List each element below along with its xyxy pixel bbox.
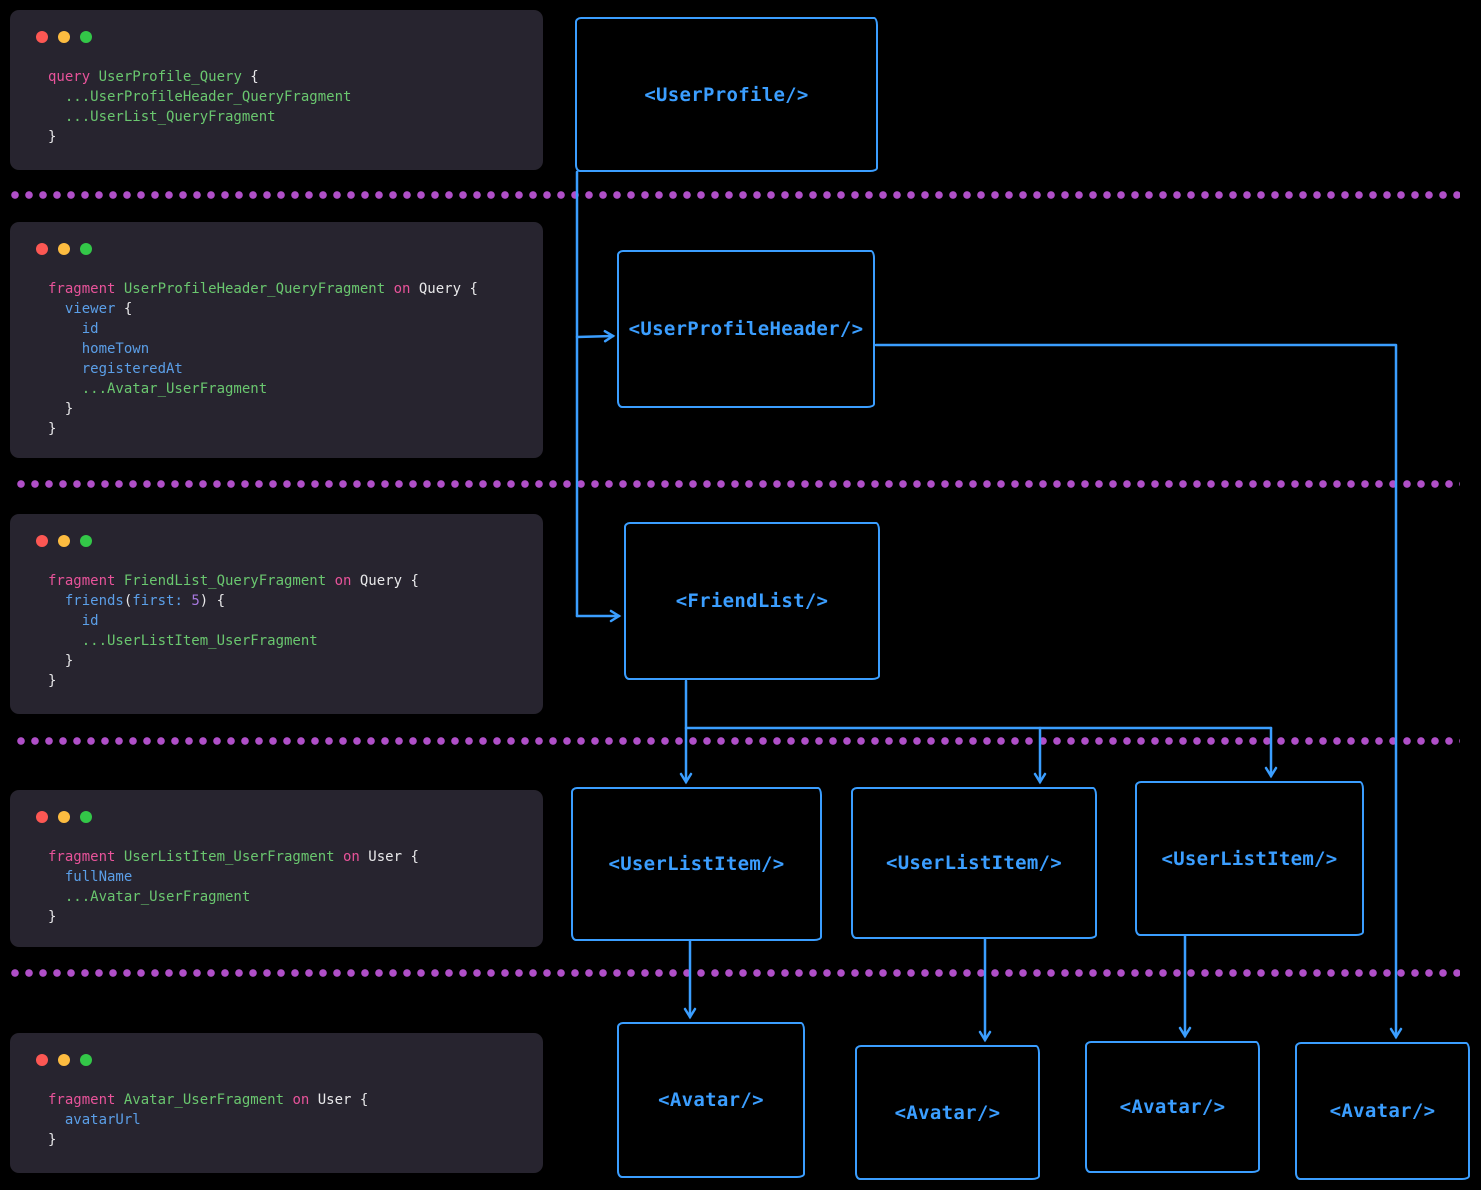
code-line: } — [48, 673, 57, 689]
component-label: <Avatar/> — [658, 1089, 764, 1111]
component-label: <UserProfileHeader/> — [628, 318, 864, 340]
code-line: viewer { — [48, 301, 133, 317]
code-line: } — [48, 1132, 57, 1148]
component-label: <UserListItem/> — [1161, 847, 1338, 870]
code-line: fragment Avatar_UserFragment on User { — [48, 1092, 369, 1108]
window-traffic-lights — [36, 535, 92, 547]
code-line: } — [48, 129, 57, 145]
code-line: ...UserList_QueryFragment — [48, 109, 276, 125]
component-label: <Avatar/> — [1329, 1100, 1436, 1122]
component-label: <UserListItem/> — [608, 853, 785, 875]
close-icon — [36, 31, 48, 43]
dotted-separator — [14, 737, 1460, 745]
code-line: fragment UserListItem_UserFragment on Us… — [48, 849, 419, 865]
close-icon — [36, 1054, 48, 1066]
code-block: fragment UserProfileHeader_QueryFragment… — [48, 279, 535, 439]
component-label: <FriendList/> — [675, 590, 829, 612]
component-box-avatar-3: <Avatar/> — [1085, 1041, 1260, 1173]
component-label: <UserListItem/> — [885, 852, 1063, 874]
code-line: avatarUrl — [48, 1112, 141, 1128]
code-block: fragment UserListItem_UserFragment on Us… — [48, 847, 535, 927]
code-window-query: query UserProfile_Query { ...UserProfile… — [10, 10, 543, 170]
code-window-avatar-fragment: fragment Avatar_UserFragment on User { a… — [10, 1033, 543, 1173]
minimize-icon — [58, 31, 70, 43]
window-traffic-lights — [36, 811, 92, 823]
component-label: <UserProfile/> — [644, 83, 809, 106]
code-line: query UserProfile_Query { — [48, 69, 259, 85]
close-icon — [36, 243, 48, 255]
dotted-separator — [8, 191, 1460, 199]
close-icon — [36, 811, 48, 823]
component-box-userlistitem-1: <UserListItem/> — [571, 787, 822, 941]
code-line: fragment FriendList_QueryFragment on Que… — [48, 573, 419, 589]
component-box-userprofileheader: <UserProfileHeader/> — [617, 250, 875, 408]
code-window-userprofileheader-fragment: fragment UserProfileHeader_QueryFragment… — [10, 222, 543, 458]
dotted-separator — [8, 969, 1460, 977]
minimize-icon — [58, 811, 70, 823]
component-box-userprofile: <UserProfile/> — [575, 17, 878, 172]
code-block: query UserProfile_Query { ...UserProfile… — [48, 67, 535, 147]
close-icon — [36, 535, 48, 547]
code-line: } — [48, 421, 57, 437]
code-line: } — [48, 909, 57, 925]
code-block: fragment FriendList_QueryFragment on Que… — [48, 571, 535, 691]
component-box-avatar-1: <Avatar/> — [617, 1022, 805, 1178]
code-line: fragment UserProfileHeader_QueryFragment… — [48, 281, 478, 297]
component-box-avatar-2: <Avatar/> — [855, 1045, 1040, 1180]
component-label: <Avatar/> — [894, 1101, 1001, 1124]
code-line: fullName — [48, 869, 133, 885]
code-line: ...Avatar_UserFragment — [48, 889, 251, 905]
code-line: } — [48, 401, 74, 417]
window-traffic-lights — [36, 1054, 92, 1066]
maximize-icon — [80, 31, 92, 43]
window-traffic-lights — [36, 31, 92, 43]
code-window-friendlist-fragment: fragment FriendList_QueryFragment on Que… — [10, 514, 543, 714]
minimize-icon — [58, 1054, 70, 1066]
maximize-icon — [80, 243, 92, 255]
component-box-userlistitem-2: <UserListItem/> — [851, 787, 1097, 939]
component-box-userlistitem-3: <UserListItem/> — [1135, 781, 1364, 936]
component-box-avatar-4: <Avatar/> — [1295, 1042, 1470, 1180]
code-line: ...Avatar_UserFragment — [48, 381, 268, 397]
code-line: ...UserProfileHeader_QueryFragment — [48, 89, 352, 105]
dotted-separator — [14, 480, 1460, 488]
minimize-icon — [58, 243, 70, 255]
code-line: id — [48, 613, 99, 629]
arrow-to-userprofileheader — [575, 329, 616, 343]
arrow-friendlist-fanout — [684, 679, 1273, 730]
maximize-icon — [80, 811, 92, 823]
code-line: id — [48, 321, 99, 337]
code-line: friends(first: 5) { — [48, 593, 226, 609]
code-line: } — [48, 653, 74, 669]
maximize-icon — [80, 535, 92, 547]
maximize-icon — [80, 1054, 92, 1066]
minimize-icon — [58, 535, 70, 547]
code-line: registeredAt — [48, 361, 183, 377]
component-box-friendlist: <FriendList/> — [624, 522, 880, 680]
code-window-userlistitem-fragment: fragment UserListItem_UserFragment on Us… — [10, 790, 543, 947]
window-traffic-lights — [36, 243, 92, 255]
code-line: homeTown — [48, 341, 150, 357]
component-label: <Avatar/> — [1119, 1096, 1226, 1118]
code-line: ...UserListItem_UserFragment — [48, 633, 318, 649]
code-block: fragment Avatar_UserFragment on User { a… — [48, 1090, 535, 1150]
